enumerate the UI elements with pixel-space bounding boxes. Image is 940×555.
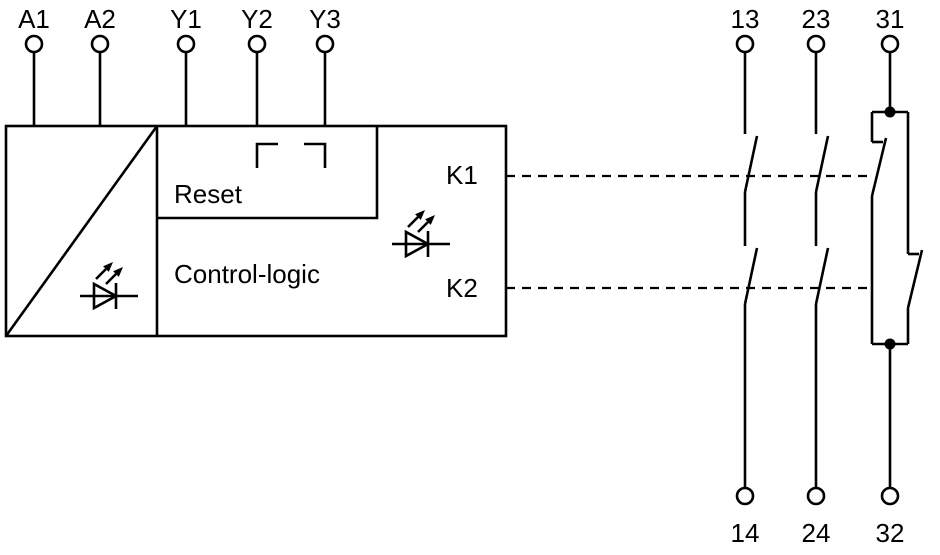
k2-no-contact-blade xyxy=(743,247,759,305)
terminal-a2-label: A2 xyxy=(84,4,116,34)
terminal-a1: A1 xyxy=(18,4,50,126)
k2-nc-contact-blade xyxy=(906,249,924,309)
terminal-a2: A2 xyxy=(84,4,116,126)
device-module: Reset Control-logic K1 K2 xyxy=(4,124,508,338)
led-icon xyxy=(80,262,138,311)
module-outline xyxy=(4,124,508,338)
terminal-24-label: 24 xyxy=(802,518,831,548)
reset-box-outline xyxy=(157,126,379,220)
emission-arrow xyxy=(407,216,419,228)
emission-arrow xyxy=(95,268,107,280)
terminal-13-label: 13 xyxy=(731,4,760,34)
emission-arrowhead xyxy=(113,267,123,277)
terminal-13-circle xyxy=(735,34,755,54)
terminal-a1-circle xyxy=(24,34,44,54)
control-logic-label: Control-logic xyxy=(174,259,320,289)
terminal-32-circle xyxy=(880,486,900,506)
relay-k2-label: K2 xyxy=(446,273,478,303)
k1-no-contact-blade xyxy=(743,135,759,193)
led-icon xyxy=(392,210,450,259)
diode-triangle xyxy=(404,229,431,259)
terminal-y2: Y2 xyxy=(241,4,273,126)
terminal-y2-label: Y2 xyxy=(241,4,273,34)
top-left-terminals: A1 A2 Y1 Y2 Y3 xyxy=(18,4,341,126)
edge-trigger-icon-y2 xyxy=(255,142,278,168)
relay-k1-label: K1 xyxy=(446,160,478,190)
terminal-32-label: 32 xyxy=(876,518,905,548)
terminal-y3-label: Y3 xyxy=(309,4,341,34)
terminal-31-label: 31 xyxy=(876,4,905,34)
terminal-y3: Y3 xyxy=(309,4,341,126)
k1-no-contact-blade xyxy=(814,135,830,193)
output-path-23-24: 23 24 xyxy=(802,4,831,548)
k1-nc-contact-blade xyxy=(870,137,888,197)
terminal-14-label: 14 xyxy=(731,518,760,548)
terminal-23-circle xyxy=(806,34,826,54)
diode-triangle xyxy=(92,281,119,311)
terminal-y1-circle xyxy=(176,34,196,54)
terminal-a2-circle xyxy=(90,34,110,54)
reset-label: Reset xyxy=(174,179,243,209)
edge-trigger-icon-y3 xyxy=(304,142,327,168)
emission-arrowhead xyxy=(425,215,435,225)
output-path-13-14: 13 14 xyxy=(731,4,760,548)
terminal-a1-label: A1 xyxy=(18,4,50,34)
k2-no-contact-blade xyxy=(814,247,830,305)
terminal-24-circle xyxy=(806,486,826,506)
emission-arrow xyxy=(105,273,117,285)
emission-arrow xyxy=(417,221,429,233)
terminal-31-circle xyxy=(880,34,900,54)
terminal-y1: Y1 xyxy=(170,4,202,126)
emission-arrowhead xyxy=(415,210,425,220)
output-path-31-32: 31 32 xyxy=(870,4,924,548)
terminal-y3-circle xyxy=(315,34,335,54)
terminal-y1-label: Y1 xyxy=(170,4,202,34)
terminal-y2-circle xyxy=(247,34,267,54)
terminal-23-label: 23 xyxy=(802,4,831,34)
terminal-14-circle xyxy=(735,486,755,506)
emission-arrowhead xyxy=(103,262,113,272)
power-supply-diagonal xyxy=(4,125,159,337)
